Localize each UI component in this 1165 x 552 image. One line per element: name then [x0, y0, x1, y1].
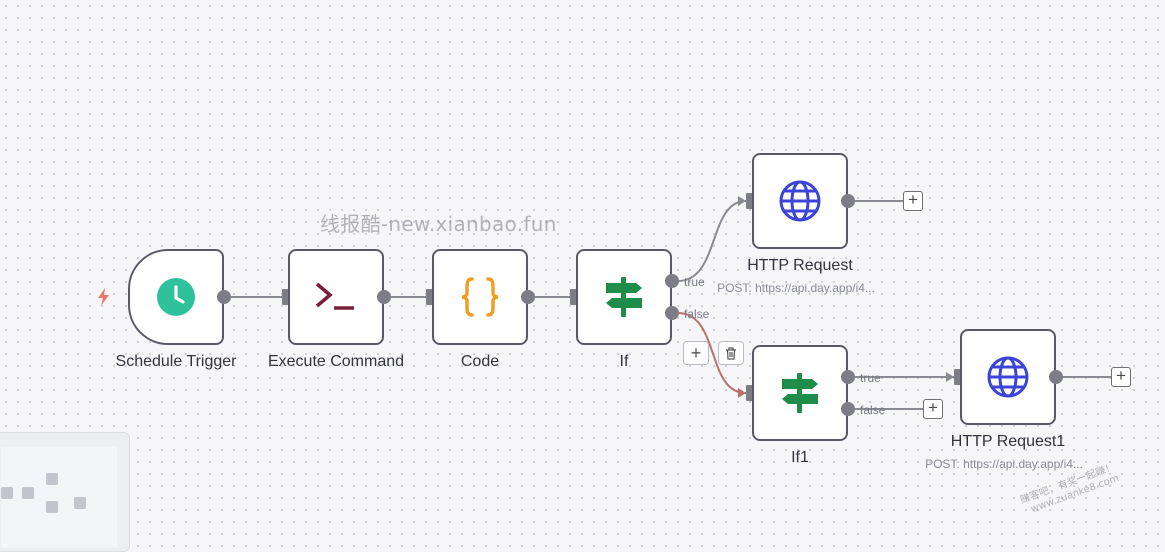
- http-request1-output-port[interactable]: [1049, 370, 1063, 384]
- node-http-request[interactable]: [752, 153, 848, 249]
- if-false-output-port[interactable]: [665, 306, 679, 320]
- http-request-subtitle: POST: https://api.day.app/i4...: [717, 281, 875, 295]
- signpost-icon: [606, 277, 642, 317]
- edge-delete-button[interactable]: [718, 341, 744, 365]
- if-input-port[interactable]: [570, 289, 577, 305]
- execute-command-output-port[interactable]: [377, 290, 391, 304]
- code-braces-icon: [461, 277, 499, 317]
- if1-true-output-port[interactable]: [841, 370, 855, 384]
- edge-if-false-to-if1: [677, 312, 747, 394]
- if-true-label: true: [684, 275, 705, 289]
- minimap-node: [46, 501, 58, 513]
- node-code[interactable]: [432, 249, 528, 345]
- edge-if-true-to-http: [677, 200, 747, 282]
- lightning-bolt-icon: [98, 288, 109, 306]
- node-execute-command[interactable]: [288, 249, 384, 345]
- code-label: Code: [460, 353, 500, 370]
- schedule-trigger-label: Schedule Trigger: [115, 353, 237, 370]
- if1-true-label: true: [860, 371, 881, 385]
- globe-icon: [779, 180, 821, 222]
- if1-false-add-next-button[interactable]: +: [923, 399, 943, 419]
- edge-add-node-button[interactable]: +: [683, 341, 709, 365]
- http-request-output-port[interactable]: [841, 194, 855, 208]
- trash-icon: [726, 346, 736, 360]
- if-false-label: false: [684, 307, 710, 321]
- if1-false-label: false: [860, 403, 886, 417]
- edge-arrow-http1: [946, 372, 954, 382]
- signpost-icon: [782, 373, 818, 413]
- http-request1-label: HTTP Request1: [950, 433, 1066, 450]
- schedule-trigger-output-port[interactable]: [217, 290, 231, 304]
- http-request1-input-port[interactable]: [954, 369, 961, 385]
- node-http-request1[interactable]: [960, 329, 1056, 425]
- http-request1-add-next-button[interactable]: +: [1111, 367, 1131, 387]
- globe-icon: [987, 356, 1029, 398]
- if-label: If: [619, 353, 629, 370]
- node-if[interactable]: [576, 249, 672, 345]
- minimap-node: [46, 473, 58, 485]
- http-request1-subtitle: POST: https://api.day.app/i4...: [925, 457, 1083, 471]
- edge-arrow-http: [738, 196, 746, 206]
- if1-input-port[interactable]: [746, 385, 753, 401]
- clock-icon: [157, 278, 195, 316]
- node-if1[interactable]: [752, 345, 848, 441]
- minimap-node: [1, 487, 13, 499]
- code-input-port[interactable]: [426, 289, 433, 305]
- if1-label: If1: [791, 449, 809, 466]
- minimap-node: [22, 487, 34, 499]
- terminal-icon: [315, 282, 354, 310]
- code-output-port[interactable]: [521, 290, 535, 304]
- watermark-text: 线报酷-new.xianbao.fun: [320, 212, 557, 236]
- http-request-label: HTTP Request: [747, 257, 853, 274]
- execute-command-input-port[interactable]: [282, 289, 289, 305]
- minimap-viewport[interactable]: [1, 447, 117, 547]
- http-request-add-next-button[interactable]: +: [903, 191, 923, 211]
- minimap[interactable]: [0, 432, 130, 552]
- if1-false-output-port[interactable]: [841, 402, 855, 416]
- node-schedule-trigger[interactable]: [128, 249, 224, 345]
- if-true-output-port[interactable]: [665, 274, 679, 288]
- plus-icon: +: [690, 342, 702, 363]
- minimap-node: [74, 497, 86, 509]
- edge-arrow-if1: [738, 388, 746, 398]
- http-request-input-port[interactable]: [746, 193, 753, 209]
- execute-command-label: Execute Command: [267, 353, 405, 370]
